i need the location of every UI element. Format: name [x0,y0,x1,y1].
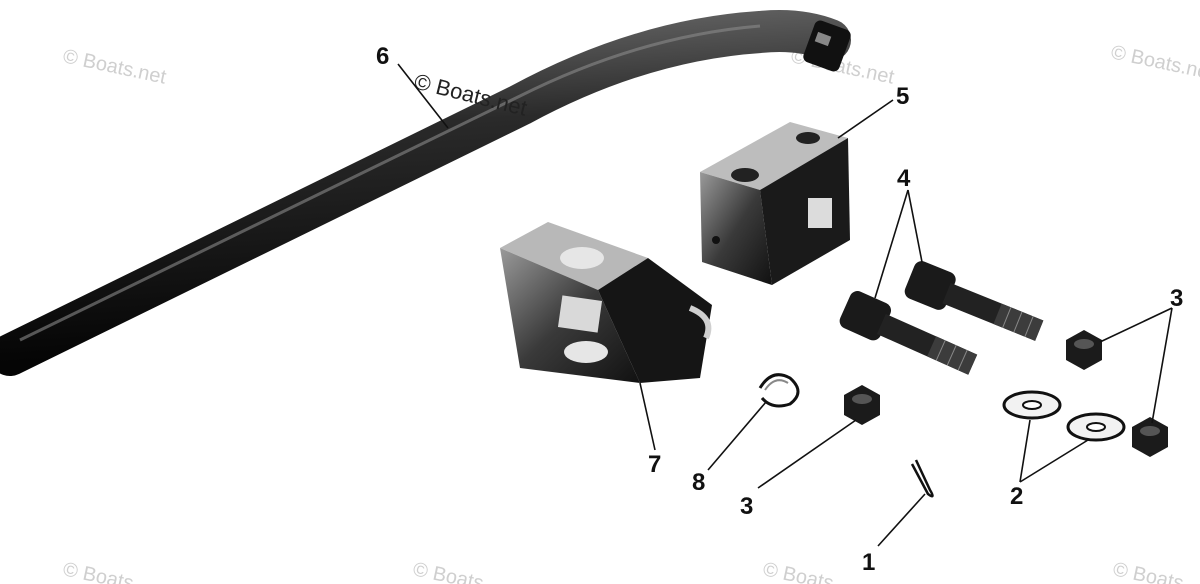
part-bolts [839,261,1044,375]
leader-lines [397,63,1173,547]
part-retaining-ring [758,373,800,408]
part-nuts [844,330,1168,457]
part-washers [1002,390,1126,442]
callout-2: 2 [1010,483,1023,510]
part-cotter-pin [910,459,934,498]
callout-6: 6 [376,43,389,70]
watermark: © Boats.net [1109,41,1200,84]
callout-4: 4 [897,165,911,192]
watermark: © Boats.net [61,45,169,88]
callout-3: 3 [1170,285,1183,312]
watermark: © Boats [1111,558,1185,584]
part-rod [0,10,851,376]
callout-7: 7 [648,451,661,478]
watermark: © Boats [411,558,485,584]
part-upper-bracket [700,122,850,285]
callout-3-lower: 3 [740,493,753,520]
part-yoke [500,222,712,383]
callout-group: 6 5 4 3 7 8 3 2 1 [376,43,1183,576]
callout-5: 5 [896,83,909,110]
callout-1: 1 [862,549,875,576]
watermark: © Boats [761,558,835,584]
watermark: © Boats [61,558,135,584]
callout-8: 8 [692,469,705,496]
